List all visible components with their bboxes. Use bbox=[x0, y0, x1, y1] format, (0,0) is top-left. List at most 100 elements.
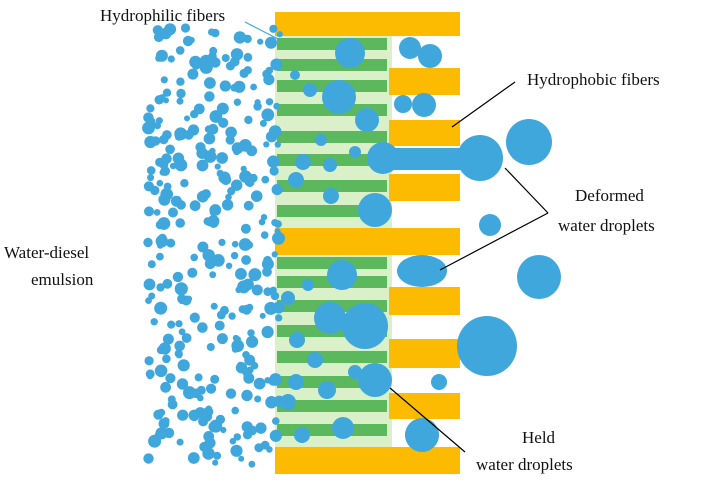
emulsion-droplet bbox=[238, 455, 245, 462]
emulsion-droplet bbox=[210, 302, 218, 310]
emulsion-droplet bbox=[254, 395, 262, 403]
emulsion-droplet bbox=[165, 373, 176, 384]
emulsion-droplet bbox=[246, 366, 254, 374]
emulsion-droplet bbox=[233, 433, 241, 441]
hydrophobic-fiber bbox=[389, 120, 460, 146]
emulsion-droplet bbox=[219, 152, 227, 160]
emulsion-droplet bbox=[209, 204, 222, 216]
hydrophilic-fiber bbox=[277, 59, 387, 71]
emulsion-droplet bbox=[176, 200, 186, 210]
water-droplet bbox=[280, 394, 296, 410]
emulsion-droplet bbox=[175, 320, 183, 328]
emulsion-droplet bbox=[158, 94, 166, 101]
emulsion-droplet bbox=[157, 408, 166, 417]
emulsion-droplet bbox=[202, 249, 215, 262]
emulsion-droplet bbox=[235, 286, 242, 293]
water-droplet bbox=[418, 44, 442, 68]
hydrophilic-fibers-label: Hydrophilic fibers bbox=[100, 6, 225, 25]
emulsion-droplet bbox=[153, 209, 161, 216]
emulsion-droplet bbox=[271, 219, 279, 227]
emulsion-droplet bbox=[242, 430, 253, 440]
emulsion-droplet bbox=[180, 179, 189, 188]
water-droplet bbox=[315, 134, 327, 146]
emulsion-droplet bbox=[174, 158, 188, 172]
water-droplet bbox=[457, 316, 517, 376]
emulsion-droplet bbox=[263, 141, 270, 148]
emulsion-droplet bbox=[204, 91, 215, 102]
water-droplets bbox=[280, 37, 561, 452]
emulsion-droplet bbox=[247, 329, 255, 337]
emulsion-droplet bbox=[276, 31, 283, 38]
emulsion-droplet bbox=[163, 182, 172, 191]
hydrophobic-fiber bbox=[389, 68, 460, 95]
emulsion-droplet bbox=[272, 231, 285, 245]
emulsion-droplet bbox=[231, 346, 239, 353]
emulsion-droplet bbox=[214, 163, 221, 170]
hydrophobic-fibers bbox=[275, 12, 460, 474]
emulsion-droplet bbox=[235, 268, 247, 280]
emulsion-droplet bbox=[269, 429, 282, 442]
emulsion-droplet bbox=[161, 153, 172, 164]
emulsion-droplet bbox=[269, 286, 277, 294]
emulsion-droplet bbox=[160, 381, 172, 393]
emulsion-droplet bbox=[208, 28, 216, 36]
hydrophilic-fiber bbox=[277, 131, 387, 143]
deformed-water-droplet bbox=[397, 255, 447, 287]
water-droplet bbox=[281, 291, 295, 305]
water-droplet bbox=[412, 93, 436, 117]
emulsion-droplet bbox=[242, 278, 254, 291]
water-droplet bbox=[335, 38, 365, 68]
water-droplet bbox=[307, 352, 323, 368]
water-droplet bbox=[394, 95, 412, 113]
hydrophilic-fiber bbox=[277, 38, 387, 50]
emulsion-droplet bbox=[176, 88, 186, 99]
emulsion-droplet bbox=[238, 305, 247, 314]
water-droplet bbox=[314, 302, 346, 334]
emulsion-droplet bbox=[167, 320, 176, 329]
emulsion-droplet bbox=[156, 283, 165, 292]
emulsion-droplet bbox=[245, 303, 254, 312]
hydrophilic-fiber bbox=[277, 400, 387, 412]
water-droplet bbox=[479, 214, 501, 236]
emulsion-droplet bbox=[174, 282, 188, 296]
emulsion-label-line1: Water-diesel bbox=[4, 243, 89, 262]
water-droplet bbox=[506, 119, 552, 165]
deformed-droplets-label-line2: water droplets bbox=[558, 216, 655, 235]
emulsion-droplet bbox=[144, 206, 154, 217]
emulsion-droplet bbox=[260, 231, 269, 239]
emulsion-droplet bbox=[172, 271, 184, 283]
emulsion-droplet bbox=[219, 305, 229, 315]
emulsion-droplet bbox=[271, 251, 278, 258]
emulsion-droplet bbox=[263, 74, 275, 86]
emulsion-droplet bbox=[195, 142, 206, 153]
emulsion-droplet bbox=[189, 312, 200, 323]
emulsion-droplet bbox=[270, 291, 280, 301]
emulsion-droplet bbox=[241, 389, 253, 402]
emulsion-droplet bbox=[174, 349, 183, 358]
emulsion-droplet bbox=[150, 185, 160, 196]
hydrophilic-fiber bbox=[277, 351, 387, 363]
hydrophobic-fiber bbox=[275, 12, 460, 36]
water-droplet bbox=[295, 154, 311, 170]
emulsion-droplet bbox=[264, 377, 271, 384]
emulsion-droplet bbox=[272, 417, 280, 425]
emulsion-droplet bbox=[255, 422, 267, 434]
emulsion-droplet bbox=[187, 267, 198, 278]
emulsion-droplet bbox=[261, 175, 270, 184]
emulsion-droplet bbox=[225, 61, 235, 71]
emulsion-droplet bbox=[248, 460, 256, 468]
hydrophilic-fiber bbox=[277, 424, 387, 436]
water-droplet bbox=[358, 363, 392, 397]
emulsion-droplet bbox=[167, 399, 178, 410]
emulsion-droplet bbox=[143, 237, 153, 248]
emulsion-droplet bbox=[213, 451, 222, 460]
emulsion-droplet bbox=[231, 142, 244, 155]
emulsion-droplet bbox=[241, 255, 252, 265]
emulsion-droplet bbox=[174, 132, 184, 141]
emulsion-droplet bbox=[178, 328, 186, 336]
emulsion-droplet bbox=[176, 97, 184, 105]
emulsion-droplet bbox=[240, 223, 251, 234]
emulsion-droplet bbox=[253, 102, 262, 111]
emulsion-droplet bbox=[154, 364, 168, 378]
